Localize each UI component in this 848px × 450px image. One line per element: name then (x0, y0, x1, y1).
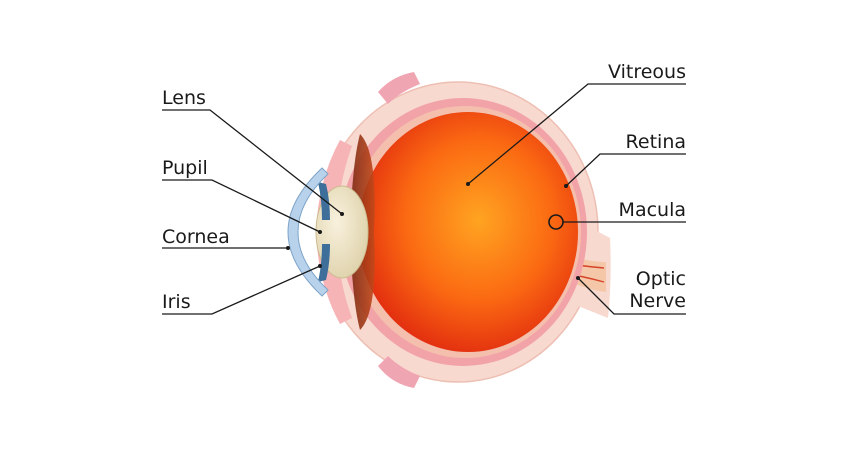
lens-leader-dot (340, 212, 344, 216)
bottom-muscle (378, 356, 420, 388)
top-muscle (378, 72, 420, 104)
vitreous-body (358, 112, 578, 352)
cornea-leader-dot (286, 246, 290, 250)
pupil-leader-dot (318, 230, 322, 234)
label-pupil: Pupil (162, 157, 208, 179)
lens-leader (162, 109, 343, 215)
pupil-leader (162, 179, 321, 233)
cornea-shape (287, 167, 329, 297)
label-optic: Optic (636, 268, 686, 290)
label-iris: Iris (162, 291, 191, 313)
optic-leader (577, 277, 686, 315)
iris-leader-dot (318, 264, 322, 268)
iris-leader (162, 265, 321, 315)
label-cornea: Cornea (162, 226, 230, 248)
retina-leader (565, 153, 686, 187)
vitreous-leader-dot (466, 182, 470, 186)
optic-leader-dot (576, 276, 580, 280)
label-vitreous: Vitreous (608, 61, 686, 83)
iris-shape (318, 182, 330, 220)
iris-shape-lower (318, 244, 330, 282)
label-nerve: Nerve (629, 290, 686, 312)
label-lens: Lens (162, 87, 206, 109)
vitreous-leader (467, 83, 686, 185)
retina-leader-dot (564, 184, 568, 188)
label-retina: Retina (626, 131, 686, 153)
label-macula: Macula (619, 199, 686, 221)
